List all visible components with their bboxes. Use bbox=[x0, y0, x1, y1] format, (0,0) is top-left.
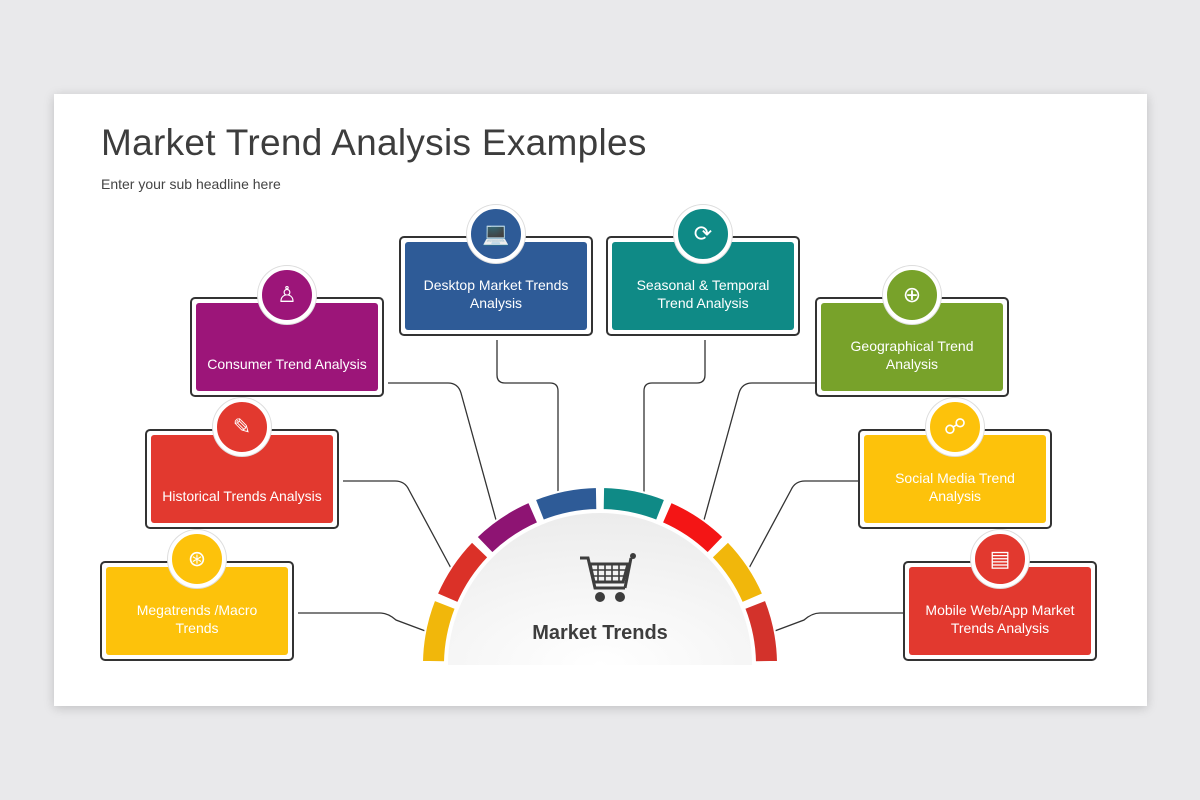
trend-box-fill: Mobile Web/App Market Trends Analysis bbox=[909, 567, 1091, 655]
shopping-cart-icon bbox=[578, 550, 638, 611]
arc-segment bbox=[435, 539, 490, 605]
arc-segment bbox=[742, 598, 780, 664]
businessman-icon: ♙ bbox=[258, 266, 316, 324]
arc-segment bbox=[710, 539, 765, 605]
trend-box: Desktop Market Trends Analysis 💻 bbox=[399, 205, 593, 336]
trend-label: Megatrends /Macro Trends bbox=[136, 602, 258, 636]
trend-label: Seasonal & Temporal Trend Analysis bbox=[636, 277, 770, 311]
arc-segments bbox=[420, 485, 780, 664]
trend-label: Mobile Web/App Market Trends Analysis bbox=[925, 602, 1075, 636]
trend-label: Social Media Trend Analysis bbox=[895, 470, 1015, 504]
trend-label: Consumer Trend Analysis bbox=[207, 356, 367, 372]
mobile-web-icon: ▤ bbox=[971, 530, 1029, 588]
trend-box: Social Media Trend Analysis ☍ bbox=[858, 398, 1052, 529]
clock-cycle-icon: ⟳ bbox=[674, 205, 732, 263]
arc-segment bbox=[533, 485, 599, 523]
trend-label: Desktop Market Trends Analysis bbox=[423, 277, 569, 311]
laptop-chart-icon: 💻 bbox=[467, 205, 525, 263]
document-pen-icon: ✎ bbox=[213, 398, 271, 456]
sub-headline: Enter your sub headline here bbox=[101, 176, 281, 192]
trend-box: Geographical Trend Analysis ⊕ bbox=[815, 266, 1009, 397]
trend-box: Megatrends /Macro Trends ⊛ bbox=[100, 530, 294, 661]
center-label: Market Trends bbox=[532, 622, 668, 644]
arc-segment bbox=[420, 598, 458, 664]
trend-box: Seasonal & Temporal Trend Analysis ⟳ bbox=[606, 205, 800, 336]
arc-segment bbox=[601, 485, 667, 523]
trend-label: Geographical Trend Analysis bbox=[850, 338, 974, 372]
trend-box: Consumer Trend Analysis ♙ bbox=[190, 266, 384, 397]
trend-box: Historical Trends Analysis ✎ bbox=[145, 398, 339, 529]
social-network-icon: ☍ bbox=[926, 398, 984, 456]
arc-segment bbox=[474, 500, 540, 555]
page-title: Market Trend Analysis Examples bbox=[101, 122, 647, 163]
trend-label: Historical Trends Analysis bbox=[162, 488, 322, 504]
globe-arrows-icon: ⊛ bbox=[168, 530, 226, 588]
arc-segment bbox=[660, 500, 726, 555]
globe-pin-icon: ⊕ bbox=[883, 266, 941, 324]
trend-box: Mobile Web/App Market Trends Analysis ▤ bbox=[903, 530, 1097, 661]
